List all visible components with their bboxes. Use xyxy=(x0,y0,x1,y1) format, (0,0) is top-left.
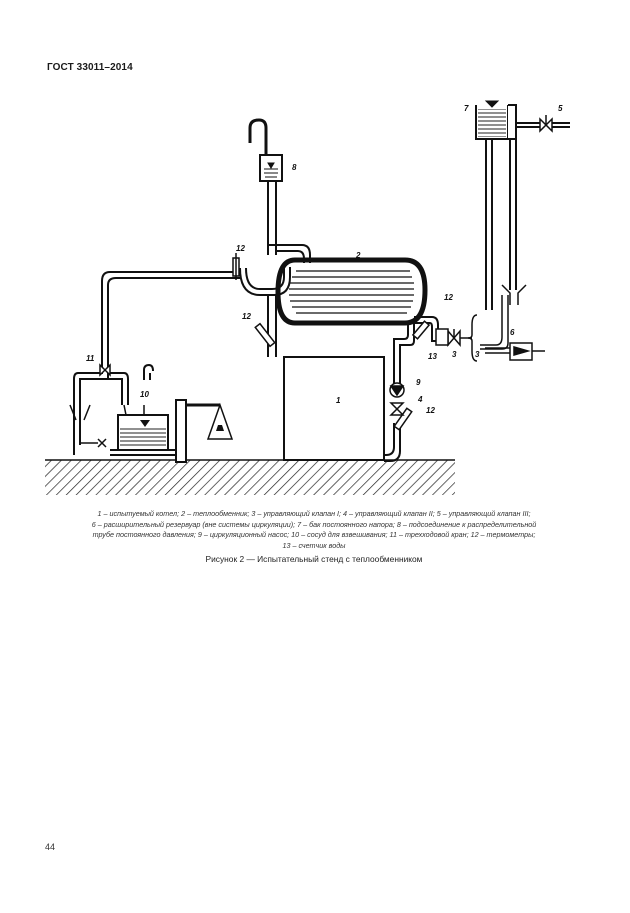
label-3a: 3 xyxy=(452,350,457,359)
weighing-station xyxy=(69,363,234,463)
ground xyxy=(45,459,455,495)
document-header: ГОСТ 33011–2014 xyxy=(47,62,133,73)
legend-line: 13 – счетчик воды xyxy=(282,540,346,550)
label-12b: 12 xyxy=(242,312,251,321)
control-valve-1 xyxy=(435,328,461,348)
outlet-pipes xyxy=(460,295,509,362)
test-stand-diagram: 1 2 3 3 4 5 6 7 8 9 10 11 12 12 12 12 13 xyxy=(40,95,590,505)
label-10: 10 xyxy=(140,390,149,399)
constant-head-tank xyxy=(475,100,570,310)
label-9: 9 xyxy=(416,378,421,387)
label-1: 1 xyxy=(336,396,341,405)
label-13: 13 xyxy=(428,352,437,361)
legend-line: трубе постоянного давления; 9 – циркуляц… xyxy=(92,530,536,540)
thermometers xyxy=(232,253,431,431)
label-5: 5 xyxy=(558,104,563,113)
constant-pressure-connection xyxy=(248,118,283,255)
label-3b: 3 xyxy=(475,350,480,359)
figure-legend: 1 – испытуемый котел; 2 – теплообменник;… xyxy=(38,509,590,551)
circulation-piping xyxy=(101,244,448,462)
label-8: 8 xyxy=(292,163,297,172)
label-6: 6 xyxy=(510,328,515,337)
legend-line: 6 – расширительный резервуар (вне систем… xyxy=(91,519,537,529)
label-4: 4 xyxy=(417,395,423,404)
label-12a: 12 xyxy=(236,244,245,253)
label-7: 7 xyxy=(464,104,469,113)
label-2: 2 xyxy=(355,251,361,260)
expansion-tank xyxy=(485,284,545,361)
page-number: 44 xyxy=(45,842,56,852)
heat-exchanger xyxy=(275,257,428,326)
label-11: 11 xyxy=(86,354,95,363)
label-12d: 12 xyxy=(426,406,435,415)
figure-caption: Рисунок 2 — Испытательный стенд с теплоо… xyxy=(205,554,423,564)
circulation-pump xyxy=(389,382,405,416)
boiler xyxy=(283,356,385,461)
label-12c: 12 xyxy=(444,293,453,302)
legend-line: 1 – испытуемый котел; 2 – теплообменник;… xyxy=(97,509,531,518)
